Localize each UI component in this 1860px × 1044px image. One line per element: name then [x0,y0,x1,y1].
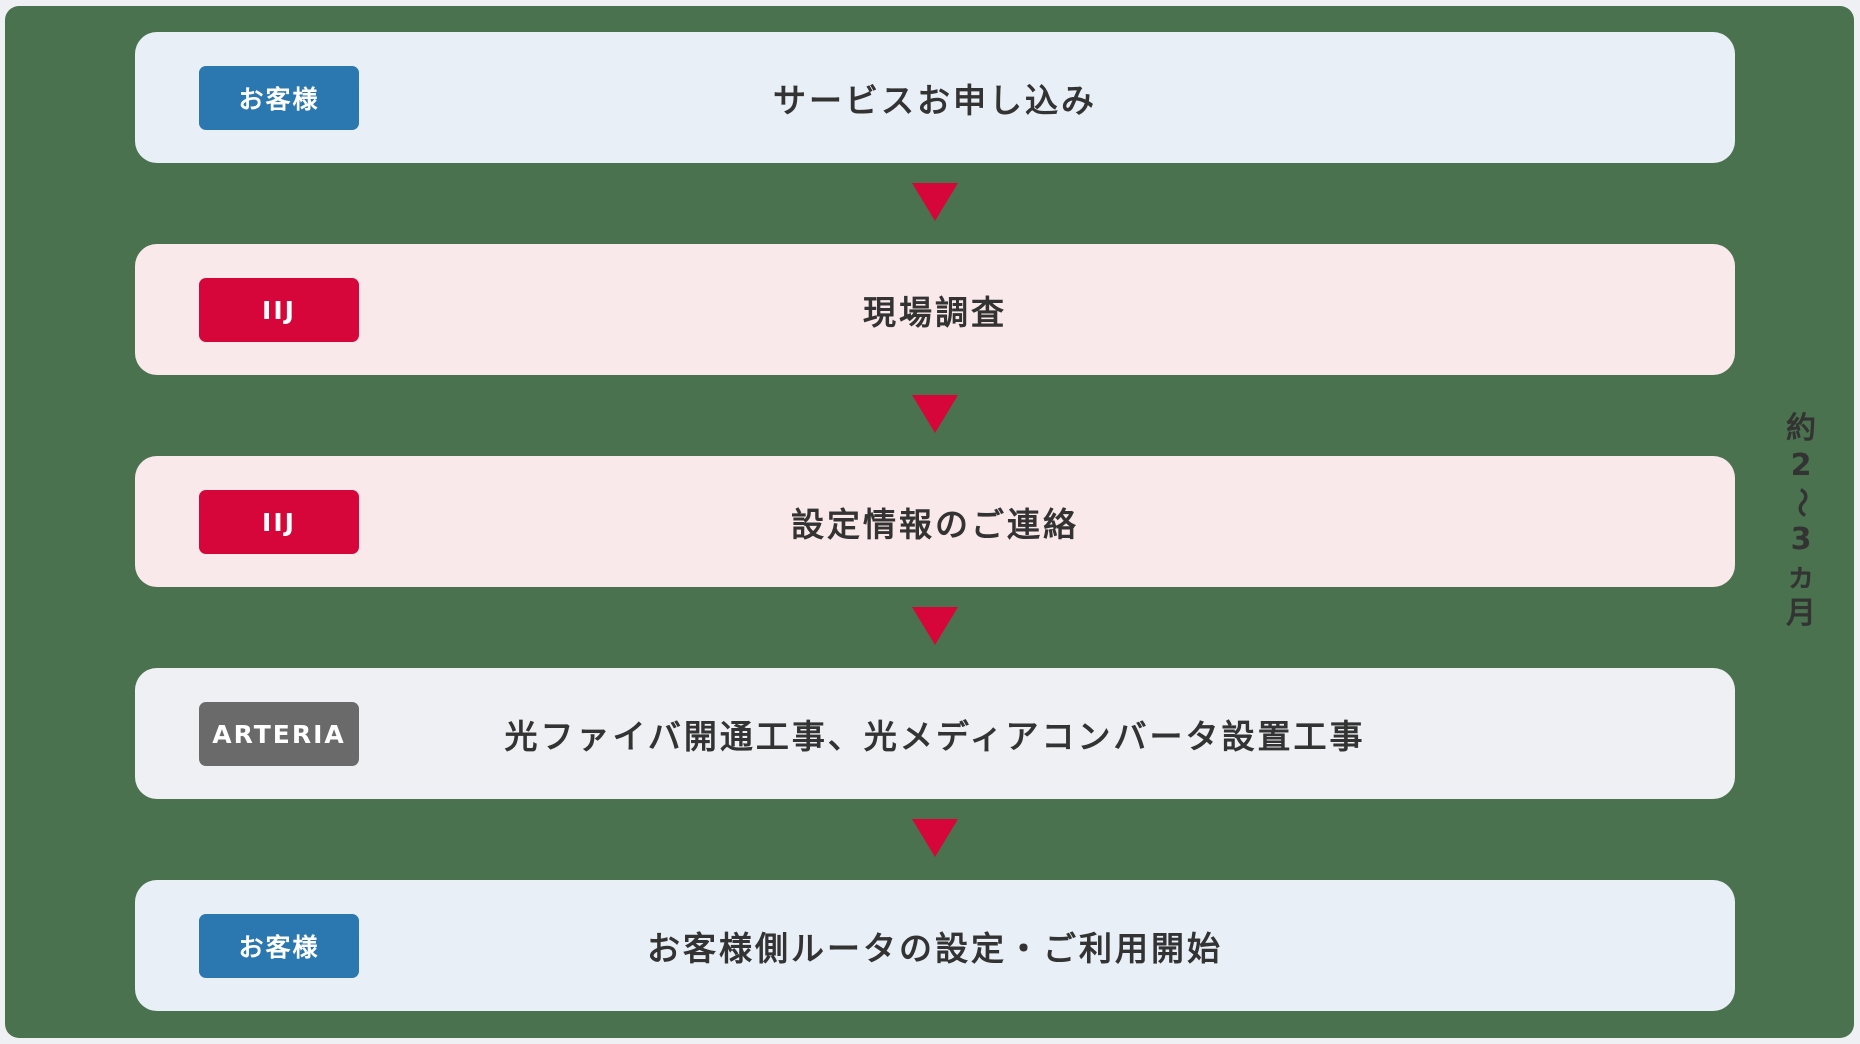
step-card-service-application: お客様 サービスお申し込み [135,32,1735,163]
down-triangle-icon [912,183,958,221]
duration-char: 月 [1786,596,1816,631]
flow-diagram: お客様 サービスお申し込み IIJ 現場調査 IIJ 設定情報のご連絡 ARTE… [5,6,1854,1038]
down-triangle-icon [912,607,958,645]
step-title: 現場調査 [863,292,1007,332]
actor-badge-customer: お客様 [199,914,359,978]
step-card-settings-notice: IIJ 設定情報のご連絡 [135,456,1735,587]
duration-char: 〜 [1783,487,1819,518]
down-triangle-icon [912,819,958,857]
step-title: サービスお申し込み [773,80,1097,120]
duration-char: 2 [1790,448,1812,483]
step-title: 光ファイバ開通工事、光メディアコンバータ設置工事 [504,716,1366,756]
actor-badge-arteria: ARTERIA [199,702,359,766]
step-title: 設定情報のご連絡 [791,504,1079,544]
duration-char: 約 [1786,411,1816,446]
duration-char: ヵ [1786,559,1816,594]
actor-badge-iij: IIJ [199,278,359,342]
actor-badge-customer: お客様 [199,66,359,130]
step-card-site-survey: IIJ 現場調査 [135,244,1735,375]
step-card-fiber-installation: ARTERIA 光ファイバ開通工事、光メディアコンバータ設置工事 [135,668,1735,799]
duration-char: 3 [1790,522,1812,557]
actor-badge-iij: IIJ [199,490,359,554]
down-triangle-icon [912,395,958,433]
step-title: お客様側ルータの設定・ご利用開始 [647,928,1223,968]
step-card-router-setup: お客様 お客様側ルータの設定・ご利用開始 [135,880,1735,1011]
duration-label: 約 2 〜 3 ヵ 月 [1781,410,1821,632]
